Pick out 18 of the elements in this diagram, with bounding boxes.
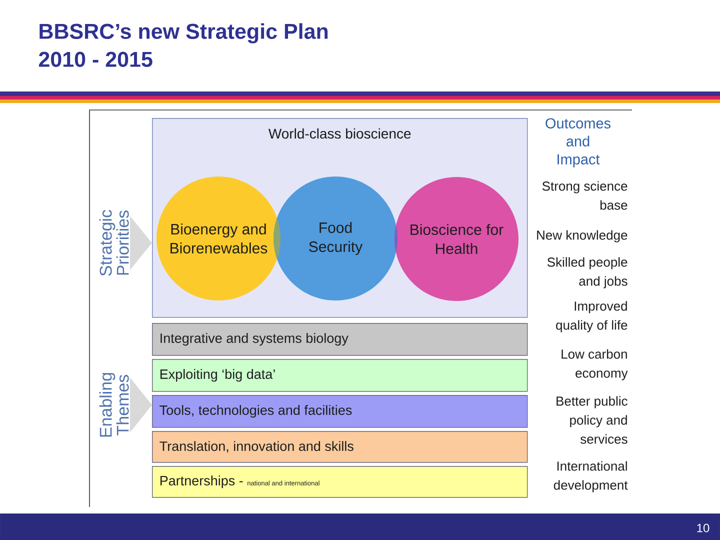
list-text: Improved quality of life <box>556 301 628 332</box>
theme-band: Exploiting ‘big data’ <box>152 358 528 392</box>
chevron-arrow <box>130 378 152 432</box>
vertical-heading: Strategic Priorities <box>99 210 129 276</box>
theme-band: Integrative and systems biology <box>152 323 528 356</box>
list-text: New knowledge <box>537 230 628 242</box>
theme-band: Tools, technologies and facilities <box>152 394 528 428</box>
list-text: Skilled people and jobs <box>547 257 628 288</box>
list-text: International development <box>554 461 628 492</box>
vertical-heading: Enabling Themes <box>99 373 129 437</box>
slide-title: BBSRC’s new Strategic Plan 2010 - 2015 <box>38 23 328 67</box>
chevron-arrow <box>130 216 152 270</box>
list-text: Strong science base <box>542 181 628 210</box>
theme-band: Translation, innovation and skills <box>152 431 528 463</box>
list-text: Better public policy and services <box>556 396 628 444</box>
list-text: Low carbon economy <box>562 349 628 380</box>
column-heading: Outcomes and Impact <box>546 118 611 168</box>
page-number: 10 <box>697 524 710 532</box>
